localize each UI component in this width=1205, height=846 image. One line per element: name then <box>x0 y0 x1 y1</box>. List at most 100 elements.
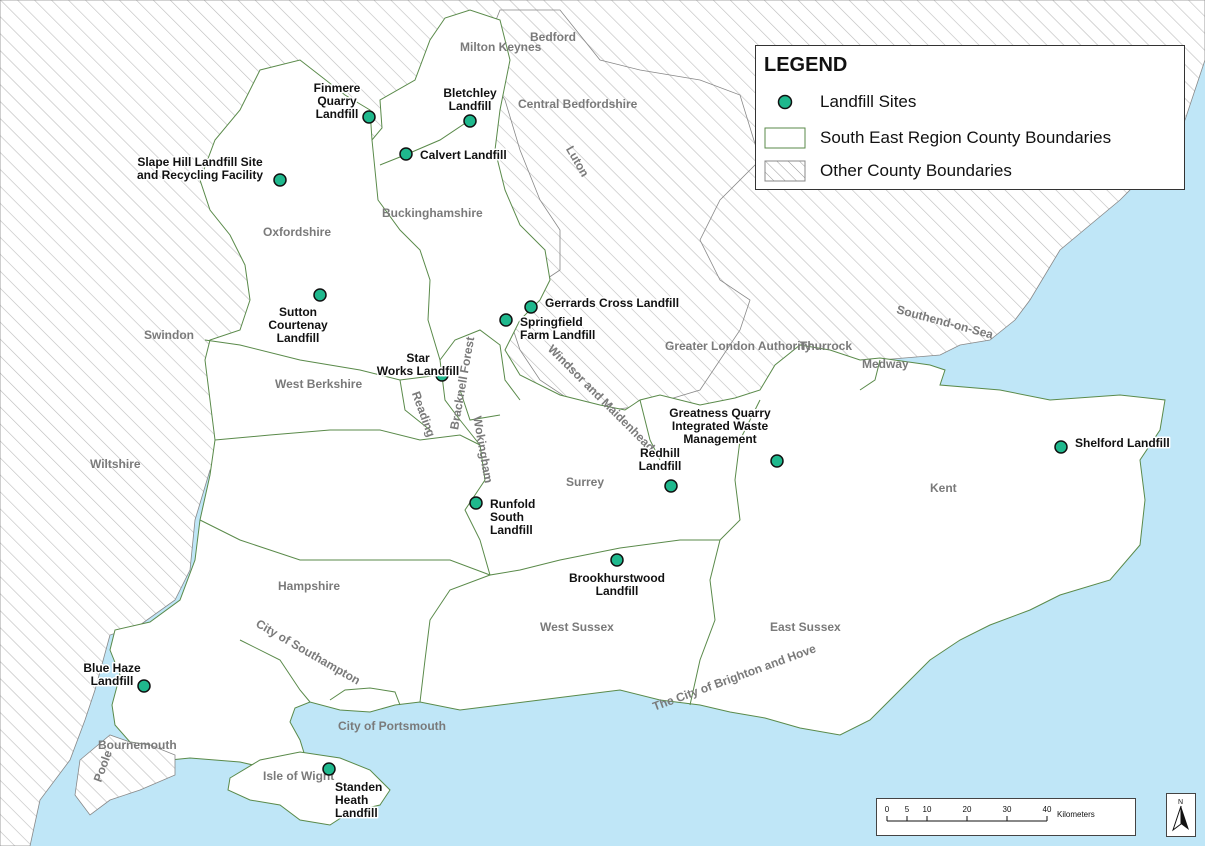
site-point-icon[interactable] <box>770 454 784 468</box>
site-label: Redhill <box>640 446 680 460</box>
site-label: Landfill <box>490 523 533 537</box>
isle-of-wight <box>227 751 391 826</box>
site-point-icon[interactable] <box>463 114 477 128</box>
north-arrow-icon: N <box>1172 799 1189 832</box>
internal-boundaries <box>199 119 881 706</box>
legend-item-landfill-sites: Landfill Sites <box>764 90 916 114</box>
site-label: and Recycling Facility <box>137 168 263 182</box>
legend-label: Landfill Sites <box>820 92 917 111</box>
site-point-icon[interactable] <box>610 553 624 567</box>
county-label: Bedford <box>530 30 576 44</box>
site-label: Shelford Landfill <box>1075 436 1170 450</box>
site-point-icon[interactable] <box>664 479 678 493</box>
site-point-icon[interactable] <box>499 313 513 327</box>
greater-london-area <box>479 9 761 411</box>
hatched-polygon-icon <box>764 160 806 182</box>
legend-item-other-boundaries: Other County Boundaries <box>764 159 1012 183</box>
county-label: Milton Keynes <box>460 40 542 54</box>
site-label: Bletchley <box>443 86 497 100</box>
county-label: Bournemouth <box>98 738 177 752</box>
legend-item-south-east-boundaries: South East Region County Boundaries <box>764 126 1111 150</box>
county-label: West Sussex <box>540 620 614 634</box>
county-label: Greater London Authority <box>665 339 812 353</box>
site-label: Finmere <box>314 81 361 95</box>
scale-tick-label: 30 <box>1003 805 1012 814</box>
site-point-icon <box>777 94 793 110</box>
site-point-icon[interactable] <box>137 679 151 693</box>
county-label: Hampshire <box>278 579 340 593</box>
scale-ticks: 0 5 10 20 30 40 <box>885 805 1052 821</box>
plain-polygon-icon <box>764 127 806 149</box>
county-label: Central Bedfordshire <box>518 97 638 111</box>
site-label: Landfill <box>335 806 378 820</box>
county-label: City of Portsmouth <box>338 719 446 733</box>
site-label: Brookhurstwood <box>569 571 665 585</box>
site-label: Star <box>406 351 430 365</box>
site-label: Runfold <box>490 497 535 511</box>
county-label: Kent <box>930 481 957 495</box>
site-label: Standen <box>335 780 382 794</box>
site-point-icon[interactable] <box>313 288 327 302</box>
site-label: Integrated Waste <box>672 419 769 433</box>
site-point-icon[interactable] <box>1054 440 1068 454</box>
site-point-icon[interactable] <box>524 300 538 314</box>
county-label: Surrey <box>566 475 604 489</box>
county-label: Buckinghamshire <box>382 206 483 220</box>
legend-title: LEGEND <box>764 54 848 76</box>
county-label: East Sussex <box>770 620 841 634</box>
site-point-icon[interactable] <box>435 368 449 382</box>
site-point-icon[interactable] <box>273 173 287 187</box>
county-label: Thurrock <box>800 339 852 353</box>
north-label: N <box>1178 799 1183 806</box>
scale-tick-label: 0 <box>885 805 890 814</box>
site-label: Landfill <box>596 584 639 598</box>
county-label: Swindon <box>144 328 194 342</box>
legend-label: Other County Boundaries <box>820 161 1012 180</box>
county-label: West Berkshire <box>275 377 362 391</box>
site-label: Landfill <box>639 459 682 473</box>
scale-tick-label: 20 <box>963 805 972 814</box>
site-label: Greatness Quarry <box>669 406 771 420</box>
site-label: Courtenay <box>268 318 328 332</box>
scale-tick-label: 40 <box>1043 805 1052 814</box>
site-label: Springfield <box>520 315 583 329</box>
site-label: South <box>490 510 524 524</box>
legend: LEGEND Landfill Sites South East Region … <box>755 45 1185 190</box>
site-label: Sutton <box>279 305 317 319</box>
landfill-site[interactable]: Shelford Landfill <box>1054 435 1171 454</box>
scale-tick-label: 10 <box>923 805 932 814</box>
site-label: Works Landfill <box>377 364 459 378</box>
landfill-site[interactable]: Calvert Landfill <box>399 147 508 164</box>
scale-tick-label: 5 <box>905 805 910 814</box>
site-label: Slape Hill Landfill Site <box>137 155 263 169</box>
site-label: Heath <box>335 793 368 807</box>
county-label: Oxfordshire <box>263 225 331 239</box>
site-point-icon[interactable] <box>399 147 413 161</box>
site-label: Landfill <box>449 99 492 113</box>
site-label: Farm Landfill <box>520 328 595 342</box>
county-label: Isle of Wight <box>263 769 334 783</box>
scale-bar: 0 5 10 20 30 40 Kilometers <box>876 798 1136 836</box>
site-point-icon[interactable] <box>322 762 336 776</box>
scale-bar-graphic: 0 5 10 20 30 40 Kilometers <box>885 805 1095 822</box>
county-label: Wiltshire <box>90 457 141 471</box>
site-label: Landfill <box>91 674 134 688</box>
poole-bournemouth-area <box>74 734 176 816</box>
landfill-sites: FinmereQuarryLandfillBletchleyLandfillCa… <box>82 80 1171 822</box>
landfill-site[interactable]: Gerrards Cross Landfill <box>524 295 681 314</box>
site-point-icon[interactable] <box>469 496 483 510</box>
site-point-icon[interactable] <box>362 110 376 124</box>
scale-unit: Kilometers <box>1057 810 1095 819</box>
